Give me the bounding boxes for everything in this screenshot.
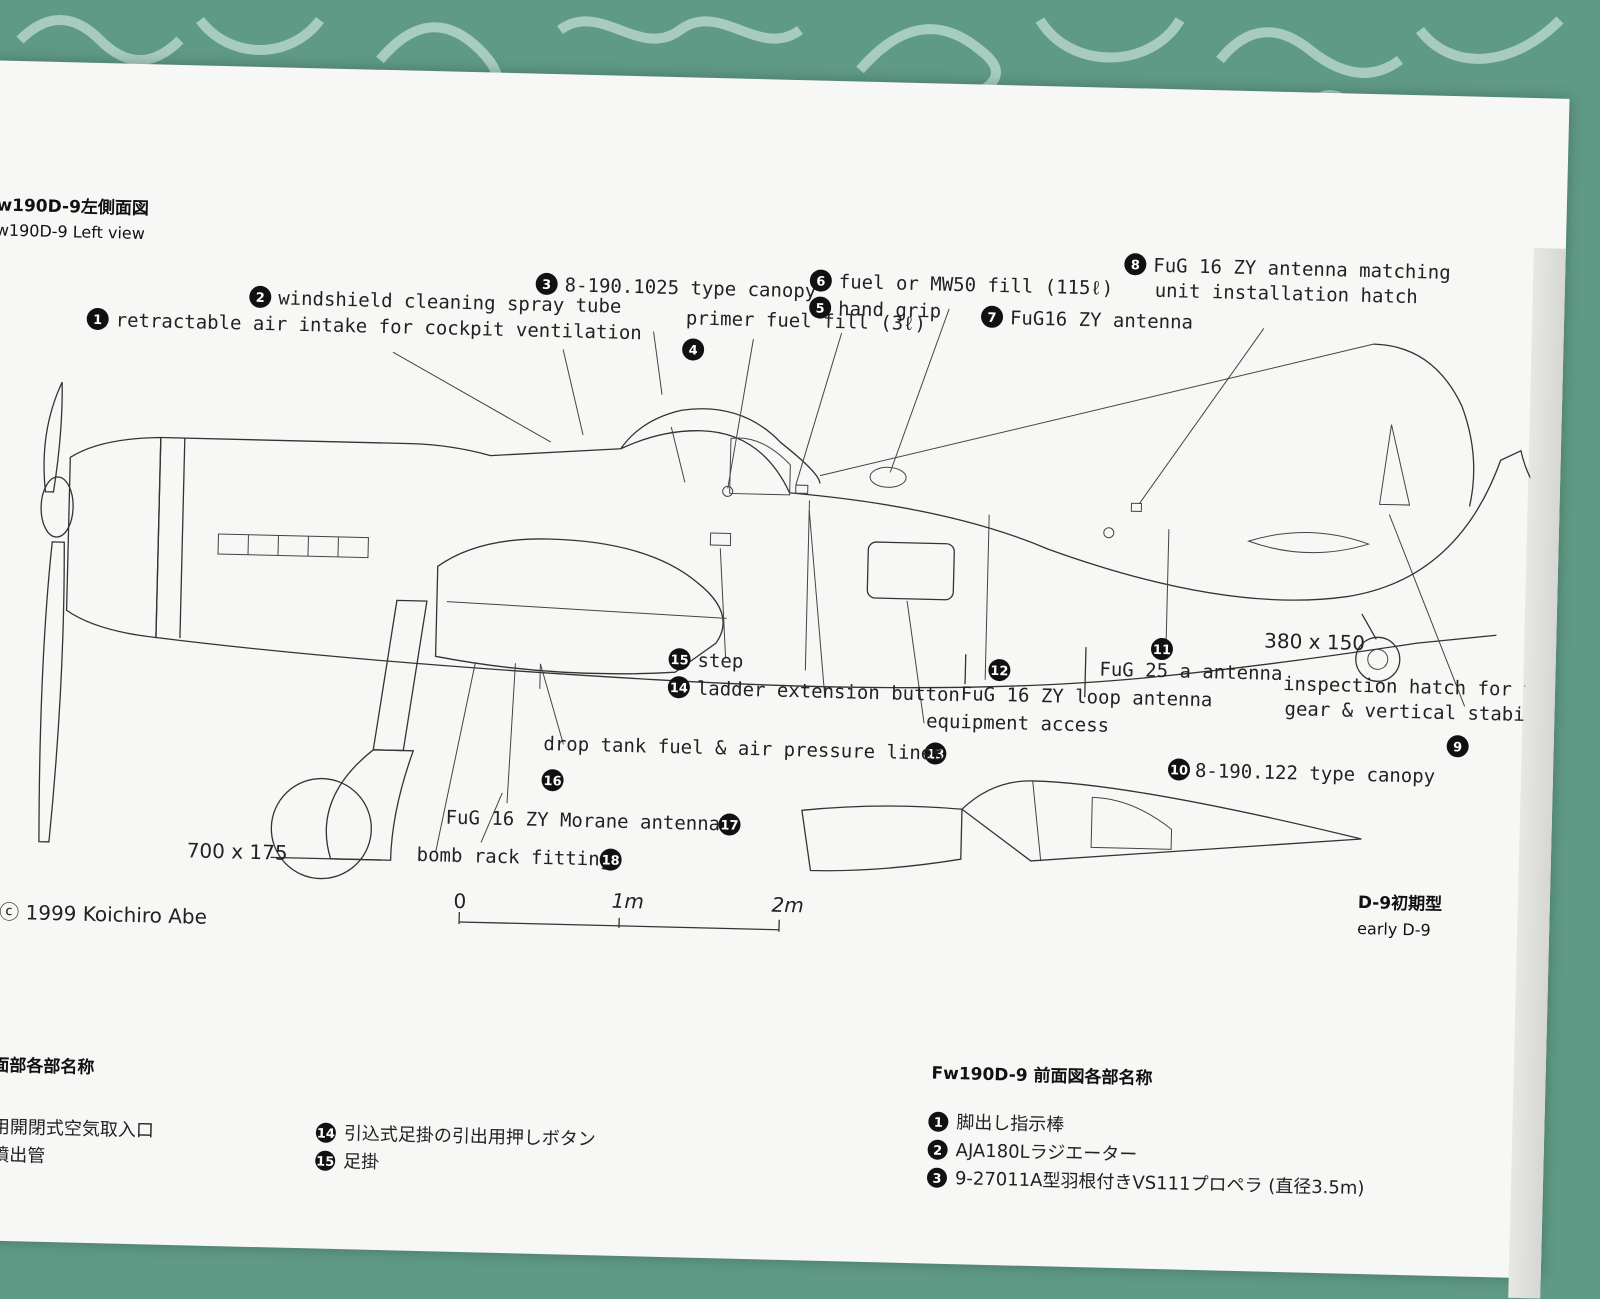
svg-text:1m: 1m [611,889,644,914]
svg-text:AJA180Lラジエーター: AJA180Lラジエーター [955,1140,1137,1165]
lower-right-item-1: 1 脚出し指示棒 [928,1111,1064,1135]
svg-text:6: 6 [816,275,825,290]
svg-text:0: 0 [453,889,466,913]
svg-text:8: 8 [1131,258,1140,273]
lower-right-item-2: 2 AJA180Lラジエーター [927,1139,1137,1165]
svg-text:8-190.122 type canopy: 8-190.122 type canopy [1195,760,1436,788]
leader-lines [381,295,1474,876]
svg-text:2: 2 [933,1144,942,1159]
svg-text:14: 14 [317,1127,335,1142]
callout-9: inspection hatch for tail gear & vertica… [1281,673,1539,760]
fuselage [32,312,1539,911]
view-title-en: w190D-9 Left view [0,220,145,243]
lower-right-item-3: 3 9-27011A型羽根付きVS111プロペラ (直径3.5m) [927,1167,1365,1199]
svg-text:ladder extension button: ladder extension button [697,678,961,706]
callout-8: 8 FuG 16 ZY antenna matching unit instal… [1123,253,1450,309]
lower-right-heading: Fw190D-9 前面図各部名称 [931,1063,1152,1089]
svg-text:16: 16 [543,774,561,789]
lower-left-item-2: 料噴出管 [0,1144,45,1167]
svg-text:脚出し指示棒: 脚出し指示棒 [956,1112,1064,1136]
svg-text:9-27011A型羽根付きVS111プロペラ (直径3.5m: 9-27011A型羽根付きVS111プロペラ (直径3.5m) [955,1168,1365,1199]
svg-text:2: 2 [256,291,265,306]
early-d9-jp: D-9初期型 [1358,892,1443,915]
svg-text:unit installation hatch: unit installation hatch [1154,280,1418,308]
svg-text:step: step [697,650,743,673]
svg-text:足掛: 足掛 [343,1151,380,1173]
svg-text:7: 7 [987,311,996,326]
book-page: w190D-9左側面図 w190D-9 Left view [0,60,1570,1278]
tail-wheel-size: 380 x 150 [1264,629,1365,655]
callout-15: 15 step [668,648,743,673]
svg-text:18: 18 [601,853,619,868]
svg-text:17: 17 [720,818,738,833]
main-wheel-size: 700 x 175 [186,838,287,864]
svg-text:9: 9 [1453,740,1462,755]
svg-text:11: 11 [1153,643,1171,658]
svg-text:引込式足掛の引出用押しボタン: 引込式足掛の引出用押しボタン [344,1123,596,1150]
svg-text:2m: 2m [771,893,804,918]
callout-11: 11 FuG 25 a antenna [1099,637,1283,685]
svg-text:3: 3 [542,278,551,293]
early-canopy-inset [800,775,1362,884]
svg-text:fuel or MW50 fill (115ℓ): fuel or MW50 fill (115ℓ) [839,271,1114,300]
svg-text:12: 12 [990,664,1008,679]
view-title-jp: w190D-9左側面図 [0,194,149,219]
svg-text:1: 1 [934,1116,943,1131]
callout-7: 7 FuG16 ZY antenna [981,306,1194,334]
lower-mid-item-14: 14 引込式足掛の引出用押しボタン [316,1123,596,1151]
svg-text:gear & vertical stabilizer: gear & vertical stabilizer [1284,698,1539,727]
svg-text:hand grip: hand grip [838,298,941,323]
aircraft-left-view-drawing: w190D-9左側面図 w190D-9 Left view [0,60,1540,1238]
svg-text:15: 15 [316,1155,334,1170]
svg-text:5: 5 [815,301,824,316]
callout-18: bomb rack fitting 18 [416,844,621,871]
callout-13: equipment access 13 [924,710,1109,768]
scale-bar: 0 1m 2m [453,885,804,933]
lower-left-item-1: 気用開閉式空気取入口 [0,1116,154,1141]
lower-mid-item-15: 15 足掛 [315,1151,379,1174]
svg-text:equipment access: equipment access [926,710,1110,736]
svg-text:FuG 16 ZY Morane antenna: FuG 16 ZY Morane antenna [445,807,720,836]
svg-text:FuG16 ZY antenna: FuG16 ZY antenna [1010,307,1194,333]
svg-text:15: 15 [670,653,688,668]
callout-10: 10 8-190.122 type canopy [1168,758,1436,788]
svg-text:FuG 25 a antenna: FuG 25 a antenna [1099,659,1283,685]
callout-6: 6 fuel or MW50 fill (115ℓ) [810,269,1114,299]
copyright: ⓒ 1999 Koichiro Abe [0,900,207,929]
svg-text:10: 10 [1170,763,1188,778]
svg-text:bomb rack fitting: bomb rack fitting [416,844,611,871]
svg-text:3: 3 [932,1172,941,1187]
callout-14: 14 ladder extension button [668,676,961,706]
svg-text:1: 1 [93,313,102,328]
svg-text:FuG 16 ZY antenna matching: FuG 16 ZY antenna matching [1153,255,1451,284]
early-d9-en: early D-9 [1357,919,1431,940]
svg-text:drop tank fuel & air pressure: drop tank fuel & air pressure lines [543,733,944,765]
lower-left-heading: 側面部各部名称 [0,1054,95,1078]
svg-text:inspection hatch for tail: inspection hatch for tail [1283,673,1540,702]
callout-17: FuG 16 ZY Morane antenna 17 [445,807,740,836]
svg-text:FuG 16 ZY loop antenna: FuG 16 ZY loop antenna [961,683,1213,711]
callout-16: drop tank fuel & air pressure lines 16 [541,733,944,801]
svg-text:14: 14 [670,681,688,696]
svg-text:4: 4 [688,343,697,358]
